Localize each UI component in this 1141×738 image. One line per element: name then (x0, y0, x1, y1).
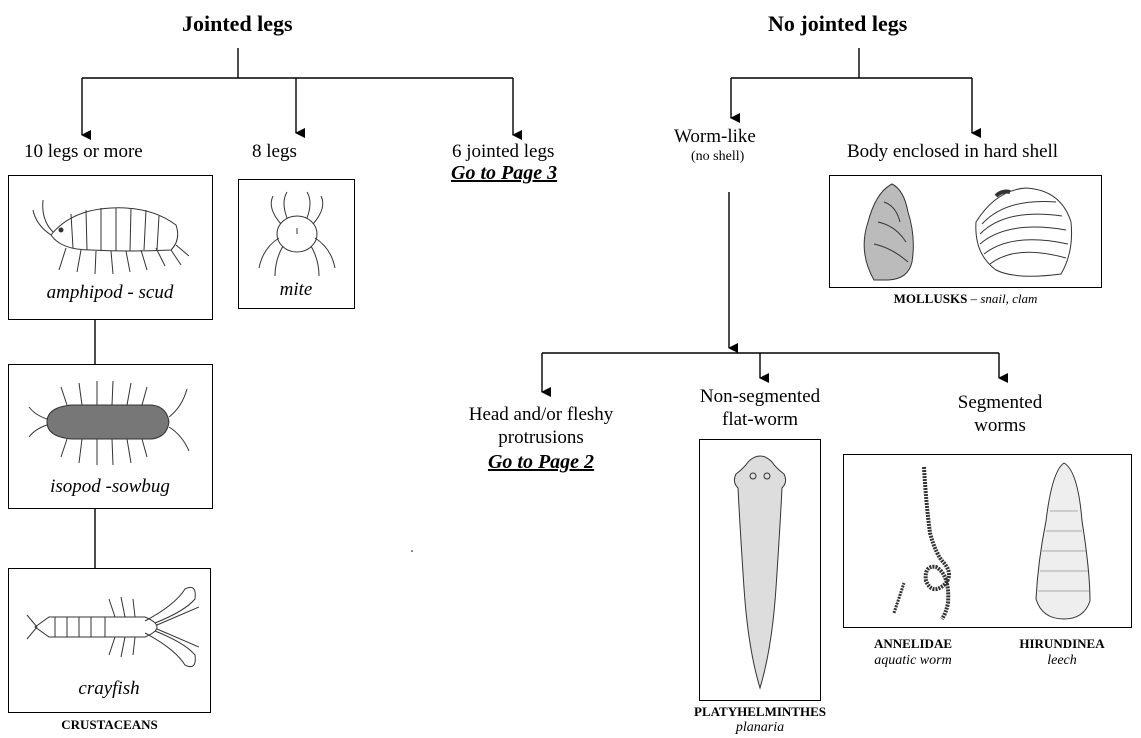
no-shell-label: (no shell) (691, 149, 745, 164)
isopod-caption: isopod -sowbug (50, 476, 170, 497)
eight-legs-label: 8 legs (252, 141, 297, 162)
crayfish-illustration (26, 586, 199, 668)
go-to-page-3-link[interactable]: Go to Page 3 (451, 162, 558, 184)
worm-like-label: Worm-like (674, 126, 756, 147)
crustaceans-label: CRUSTACEANS (61, 717, 158, 732)
aquatic-worm-illustration (892, 466, 951, 621)
mite-illustration (258, 191, 336, 277)
isopod-box: isopod -sowbug (8, 364, 213, 509)
mollusks-examples: snail, clam (980, 291, 1038, 306)
hirudinea-label: HIRUNDINEA (1019, 636, 1105, 651)
amphipod-caption: amphipod - scud (46, 282, 174, 303)
no-jointed-legs-heading: No jointed legs (768, 11, 908, 36)
mollusks-box (829, 175, 1102, 288)
non-segmented-line1: Non-segmented (699, 386, 821, 407)
aquatic-worm-label: aquatic worm (874, 653, 952, 668)
isopod-illustration (28, 380, 190, 466)
annelidae-label: ANNELIDAE (873, 636, 952, 651)
crayfish-caption: crayfish (78, 678, 140, 699)
planaria-box (699, 439, 821, 701)
six-legs-label: 6 jointed legs (452, 141, 555, 162)
planaria-label: planaria (735, 720, 785, 735)
mollusks-caption: MOLLUSKS – snail, clam (829, 291, 1102, 307)
platyhelminthes-label: PLATYHELMINTHES (694, 704, 826, 719)
head-fleshy-line1: Head and/or fleshy (468, 404, 614, 425)
head-fleshy-line2: protrusions (498, 427, 584, 448)
jointed-legs-heading: Jointed legs (182, 11, 293, 36)
segmented-line2: worms (974, 415, 1026, 436)
mite-caption: mite (279, 279, 313, 300)
go-to-page-2-link[interactable]: Go to Page 2 (487, 451, 595, 473)
snail-clam-illustration (863, 183, 1072, 281)
amphipod-illustration (32, 199, 190, 275)
segmented-line1: Segmented (957, 392, 1043, 413)
amphipod-box: amphipod - scud (8, 175, 213, 320)
non-segmented-line2: flat-worm (722, 409, 798, 430)
segmented-worms-box (843, 454, 1132, 628)
leech-illustration (1035, 462, 1091, 620)
mollusks-dash: – (967, 291, 981, 306)
leech-label: leech (1047, 653, 1077, 668)
mollusks-bold: MOLLUSKS (893, 291, 968, 306)
mite-box: mite (238, 179, 355, 309)
crayfish-box: crayfish (8, 568, 211, 713)
hard-shell-label: Body enclosed in hard shell (847, 141, 1059, 162)
planaria-illustration (733, 455, 787, 690)
ten-legs-label: 10 legs or more (24, 141, 143, 162)
